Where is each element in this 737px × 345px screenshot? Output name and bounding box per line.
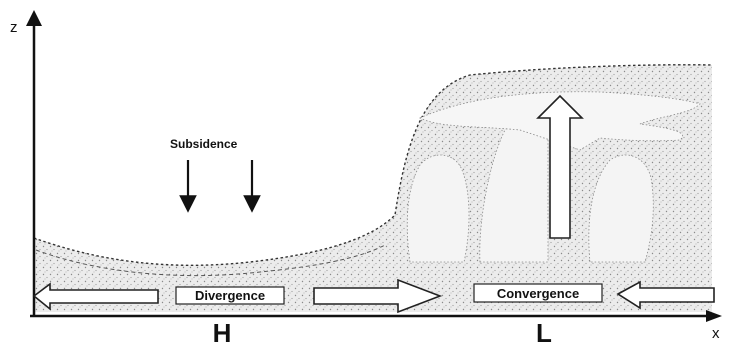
z-axis-arrowhead	[26, 10, 42, 26]
x-axis-arrowhead	[706, 310, 722, 322]
high-pressure-label: H	[213, 318, 232, 345]
low-pressure-label: L	[536, 318, 552, 345]
subsidence-label: Subsidence	[170, 137, 238, 151]
convergence-label: Convergence	[497, 286, 579, 301]
x-axis-label: x	[712, 325, 720, 342]
cumulus-tower-left	[407, 155, 469, 262]
z-axis-label: z	[10, 19, 18, 36]
divergence-label: Divergence	[195, 288, 265, 303]
